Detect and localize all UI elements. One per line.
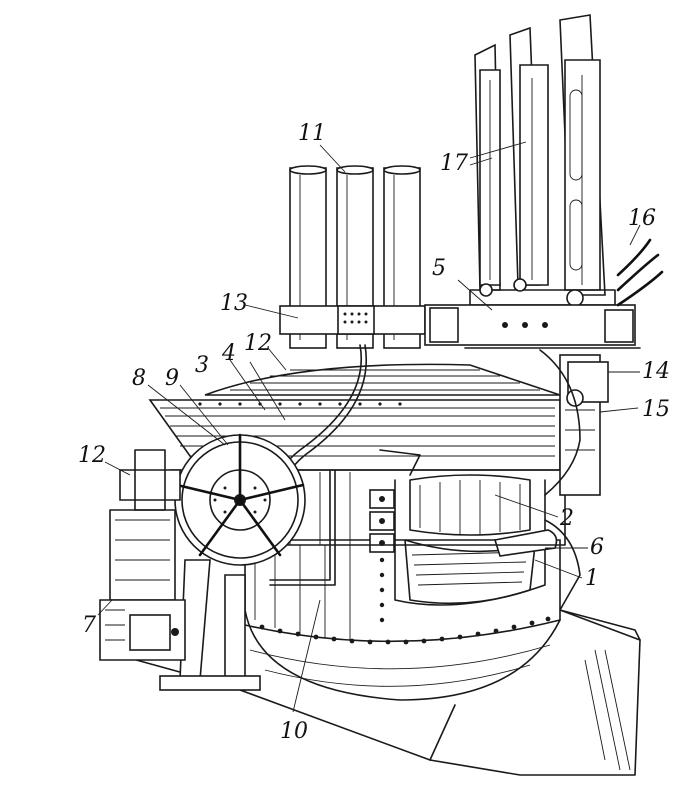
callout-3: 3 [195, 353, 209, 378]
callout-6: 6 [590, 535, 604, 560]
shell-rivets [259, 557, 551, 645]
leader-lines [97, 141, 641, 713]
callout-14: 14 [642, 359, 670, 384]
callout-7: 7 [82, 613, 96, 638]
callout-12-top: 12 [244, 331, 272, 356]
tilting-mechanism [99, 449, 186, 661]
callout-17: 17 [440, 151, 468, 176]
callout-13: 13 [220, 291, 248, 316]
callout-15: 15 [642, 397, 670, 422]
tilting-handwheel [174, 433, 306, 566]
electrode-group-11 [279, 165, 426, 349]
callout-12-left: 12 [78, 443, 106, 468]
callout-1: 1 [585, 566, 599, 591]
cables-16 [616, 238, 664, 307]
callout-4: 4 [221, 341, 236, 366]
callout-8: 8 [132, 366, 146, 391]
callout-labels: 1 2 3 4 5 6 7 8 9 10 11 12 12 13 14 15 1… [78, 121, 670, 744]
electrode-group-17 [469, 14, 616, 307]
callout-5: 5 [432, 256, 446, 281]
electrode-mast-14-15 [559, 354, 609, 496]
callout-16: 16 [628, 206, 656, 231]
callout-11: 11 [298, 121, 326, 146]
electrode-holder-5 [424, 304, 641, 349]
wheel-pedestal [159, 559, 261, 691]
callout-10: 10 [280, 719, 308, 744]
callout-9: 9 [165, 366, 179, 391]
furnace-roof [204, 363, 561, 396]
callout-2: 2 [559, 506, 574, 531]
furnace-shell [244, 539, 561, 701]
furnace-interior-cutaway [369, 474, 581, 611]
